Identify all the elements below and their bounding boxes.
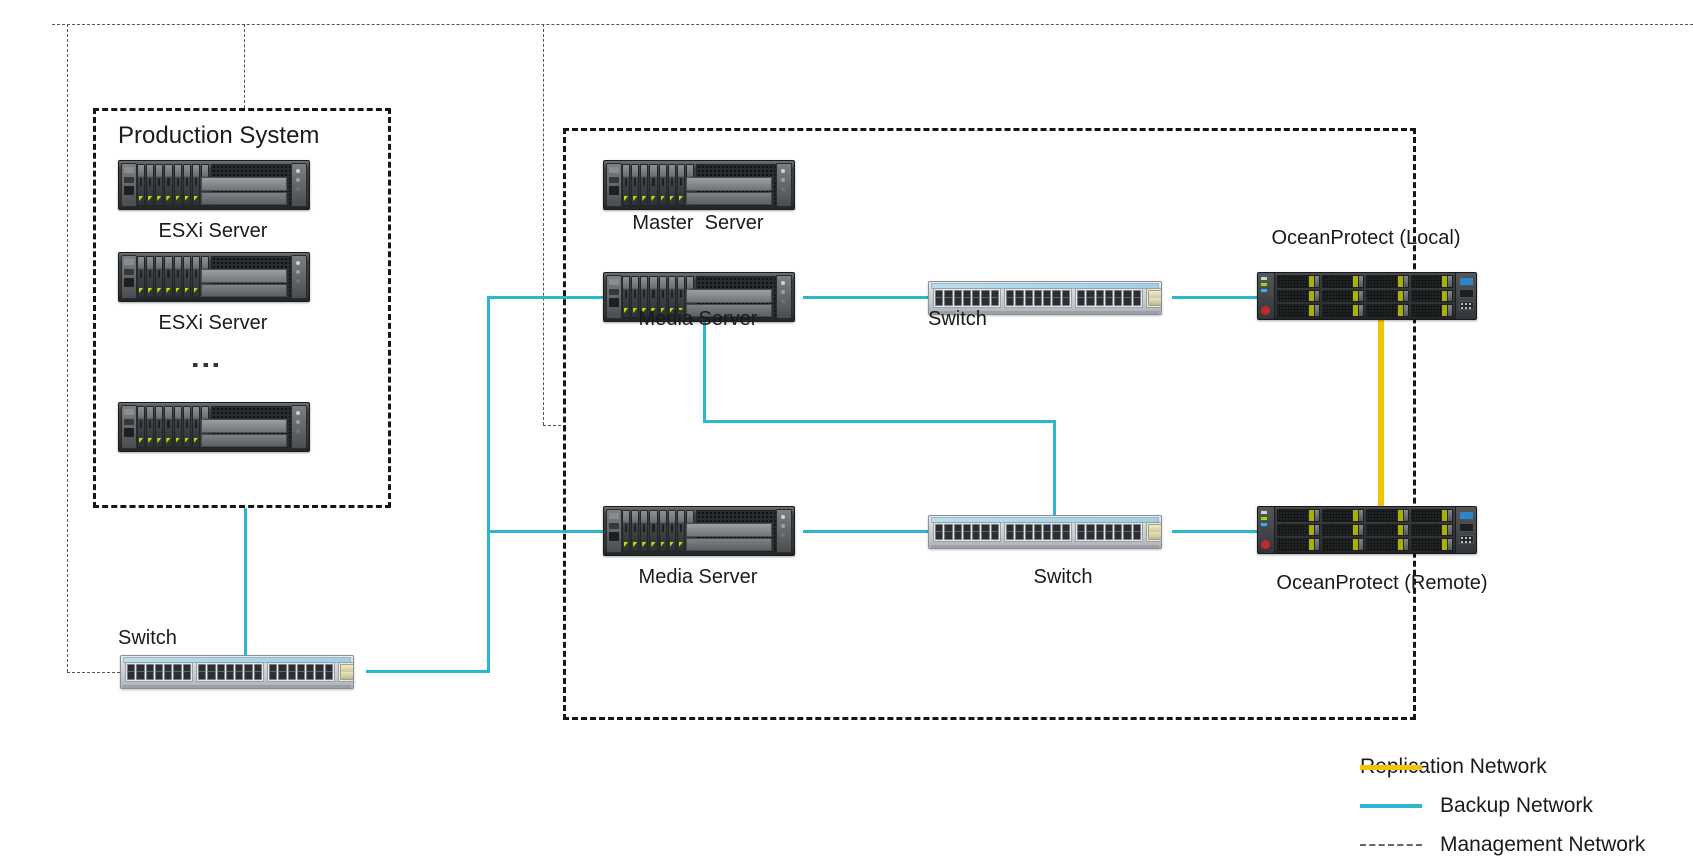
wire-media-server-1-to-switch-1 — [803, 296, 928, 299]
management-drop-production — [244, 24, 245, 108]
media-server-2-label: Media Server — [638, 566, 758, 588]
wire-backup-trunk-vertical — [487, 296, 490, 673]
master-server-label: Master Server — [632, 212, 764, 234]
oceanprotect-remote-label: OceanProtect (Remote) — [1276, 572, 1488, 594]
legend: Replication Network Backup Network Manag… — [1360, 755, 1690, 857]
management-drop-left — [67, 24, 68, 672]
wire-media-server-2-to-switch-2 — [803, 530, 928, 533]
esxi-server-2-label: ESXi Server — [158, 312, 268, 334]
wire-media-server-1-crosslink-across — [703, 420, 1056, 423]
storage-array-icon — [1257, 272, 1477, 320]
switch-icon — [120, 655, 354, 689]
esxi-server-1-label: ESXi Server — [158, 220, 268, 242]
management-link-prod-switch — [67, 672, 120, 673]
esxi-server-ellipsis: ⋮ — [189, 350, 222, 380]
wire-prod-switch-to-trunk — [366, 670, 489, 673]
legend-item-backup: Backup Network — [1360, 794, 1593, 818]
wire-prod-switch-riser — [244, 508, 247, 658]
legend-item-replication: Replication Network — [1360, 755, 1547, 779]
wire-trunk-to-media-server-1 — [487, 296, 603, 299]
wire-replication-local-to-remote — [1378, 306, 1384, 518]
wire-trunk-to-media-server-2 — [487, 530, 603, 533]
rack-server-icon — [603, 506, 795, 556]
vendor-logo-icon — [1261, 306, 1270, 315]
switch-icon — [928, 281, 1162, 315]
legend-swatch-backup — [1360, 804, 1422, 808]
vendor-logo-icon — [1261, 540, 1270, 549]
legend-label-management: Management Network — [1440, 833, 1646, 856]
rack-server-icon — [118, 160, 310, 210]
wire-switch-1-to-oceanprotect-local — [1172, 296, 1257, 299]
rack-server-icon — [118, 402, 310, 452]
management-bus-top — [52, 24, 1693, 25]
storage-array-icon — [1257, 506, 1477, 554]
legend-swatch-management — [1360, 844, 1422, 846]
legend-label-replication: Replication Network — [1360, 755, 1547, 778]
prod-switch-label: Switch — [118, 627, 177, 649]
server-ear-left — [121, 163, 137, 207]
rack-server-icon — [603, 272, 795, 322]
zone-backup-system — [563, 128, 1416, 720]
media-server-1-label: Media Server — [638, 308, 758, 330]
legend-item-management: Management Network — [1360, 833, 1645, 857]
legend-swatch-replication — [1360, 764, 1422, 770]
zone-production-system-title: Production System — [118, 122, 320, 149]
switch-icon — [928, 515, 1162, 549]
legend-label-backup: Backup Network — [1440, 794, 1593, 817]
rack-server-icon — [603, 160, 795, 210]
backup-switch-1-label: Switch — [928, 308, 987, 330]
oceanprotect-local-label: OceanProtect (Local) — [1271, 227, 1461, 249]
server-drive-bays — [137, 164, 209, 206]
management-drop-backup — [543, 24, 544, 425]
wire-crosslink-to-switch-2 — [1053, 420, 1056, 532]
wire-media-server-1-crosslink-down — [703, 310, 706, 422]
storage-status-panel — [1258, 273, 1275, 319]
rack-server-icon — [118, 252, 310, 302]
server-ear-right — [291, 163, 307, 207]
management-link-backup-zone — [543, 425, 566, 426]
zone-production-system — [93, 108, 391, 508]
wire-switch-2-to-oceanprotect-remote — [1172, 530, 1257, 533]
storage-io-panel — [1455, 273, 1476, 319]
backup-switch-2-label: Switch — [1033, 566, 1093, 588]
